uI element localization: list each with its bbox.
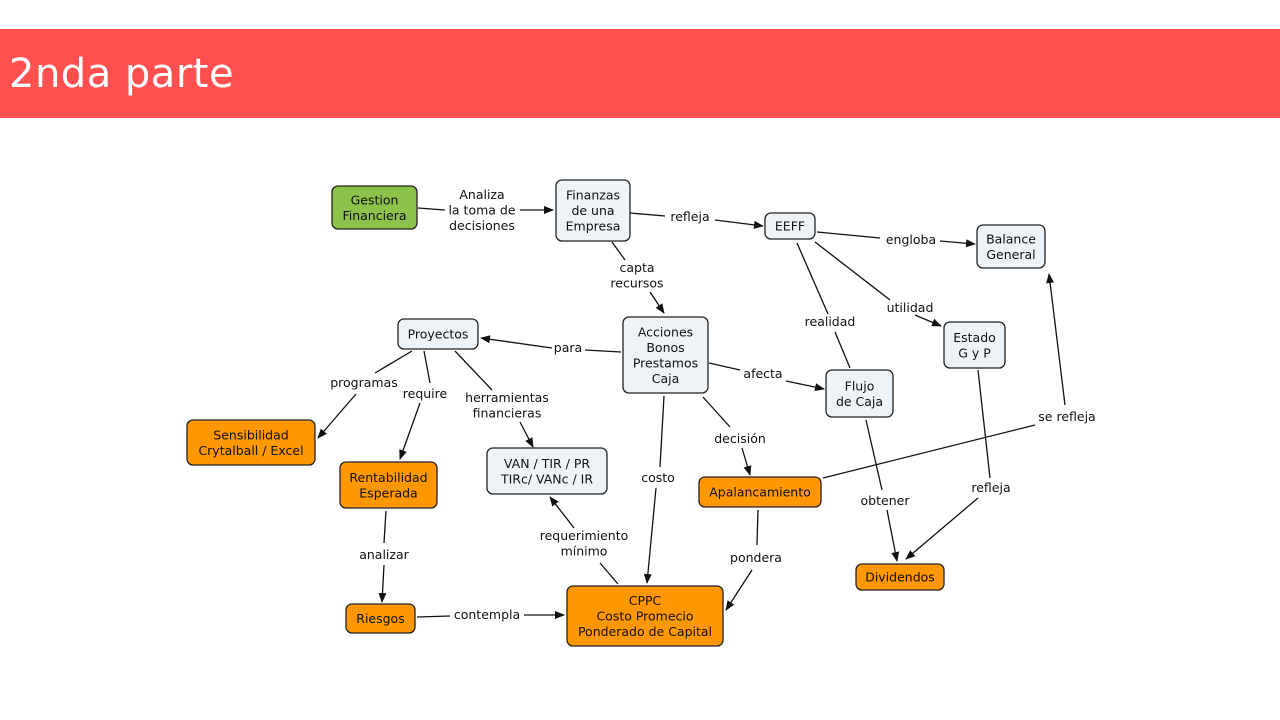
edges (317, 206, 1066, 619)
link-label-analiza: Analiza (459, 187, 504, 202)
link-label-realidad: realidad (805, 314, 856, 329)
link-label-afecta: afecta (743, 366, 782, 381)
link-label-herramientas: herramientas (465, 390, 549, 405)
node-label-line: Gestion (351, 192, 399, 207)
node-box (397, 318, 479, 350)
node-box (764, 212, 816, 240)
slide-title: 2nda parte (9, 51, 235, 97)
link-label-para: para (554, 340, 582, 355)
node-label-line: Esperada (359, 485, 417, 500)
node-label-line: Finanzas (566, 188, 620, 203)
node-box (566, 585, 724, 647)
node-box (855, 563, 945, 591)
link-label-require: require (403, 386, 448, 401)
node-label-line: EEFF (775, 219, 805, 234)
node-box (622, 316, 709, 394)
node-label-line: Prestamos (633, 355, 698, 370)
link-label-requerimiento: requerimiento (540, 528, 629, 543)
link-label-decision: decisión (714, 431, 766, 446)
link-label-programas: programas (330, 375, 398, 390)
node-label-line: Acciones (638, 324, 693, 339)
node-box (943, 321, 1006, 369)
node-label-line: Apalancamiento (709, 485, 811, 500)
link-label-analizar: analizar (359, 547, 409, 562)
node-label-line: General (986, 247, 1035, 262)
node-box (825, 369, 894, 418)
link-label-refleja1: refleja (670, 209, 709, 224)
node-label-line: Financiera (342, 208, 406, 223)
node-label-line: TIRc/ VANc / IR (500, 471, 593, 486)
node-label-line: Empresa (566, 219, 621, 234)
link-label-herramientas: financieras (473, 406, 542, 421)
link-label-refleja2: refleja (971, 480, 1010, 495)
link-label-capta: capta (619, 260, 654, 275)
link-label-utilidad: utilidad (887, 300, 934, 315)
node-box (339, 461, 438, 509)
node-label-line: Ponderado de Capital (578, 624, 712, 639)
node-label-line: Sensibilidad (213, 427, 288, 442)
link-label-contempla: contempla (454, 607, 520, 622)
node-label-line: Caja (652, 371, 680, 386)
node-label-line: Bonos (646, 340, 684, 355)
link-label-requerimiento: mínimo (561, 544, 608, 559)
node-box (698, 476, 822, 508)
node-box (555, 179, 631, 242)
node-label-line: Estado (953, 330, 996, 345)
link-label-analiza: decisiones (449, 218, 515, 233)
node-box (345, 603, 416, 634)
node-riesgos: Riesgos (345, 603, 416, 634)
node-label-line: VAN / TIR / PR (504, 456, 591, 471)
node-label-line: de una (571, 203, 614, 218)
node-dividendos: Dividendos (855, 563, 945, 591)
link-label-analiza: la toma de (448, 203, 515, 218)
node-label-line: Riesgos (356, 611, 404, 626)
link-label-capta: recursos (610, 276, 663, 291)
node-label-line: Proyectos (408, 327, 469, 342)
link-label-se-refleja: se refleja (1038, 409, 1095, 424)
node-proyectos: Proyectos (397, 318, 479, 350)
link-label-pondera: pondera (730, 550, 782, 565)
link-label-costo: costo (641, 470, 675, 485)
node-box (186, 419, 316, 466)
node-label-line: CPPC (629, 593, 662, 608)
link-label-obtener: obtener (861, 493, 911, 508)
node-label-line: Rentabilidad (349, 470, 427, 485)
node-eeff: EEFF (764, 212, 816, 240)
node-label-line: G y P (958, 345, 991, 360)
node-apalancamiento: Apalancamiento (698, 476, 822, 508)
title-bar (0, 29, 1280, 118)
node-box (486, 447, 608, 495)
node-label-line: Costo Promecio (596, 609, 693, 624)
node-label-line: Crytalball / Excel (198, 443, 303, 458)
node-label-line: Flujo (845, 378, 875, 393)
node-label-line: Dividendos (865, 570, 935, 585)
node-box (976, 224, 1046, 269)
node-label-line: Balance (986, 231, 1036, 246)
node-label-line: de Caja (836, 394, 883, 409)
node-box (331, 185, 418, 230)
link-label-engloba: engloba (886, 232, 936, 247)
